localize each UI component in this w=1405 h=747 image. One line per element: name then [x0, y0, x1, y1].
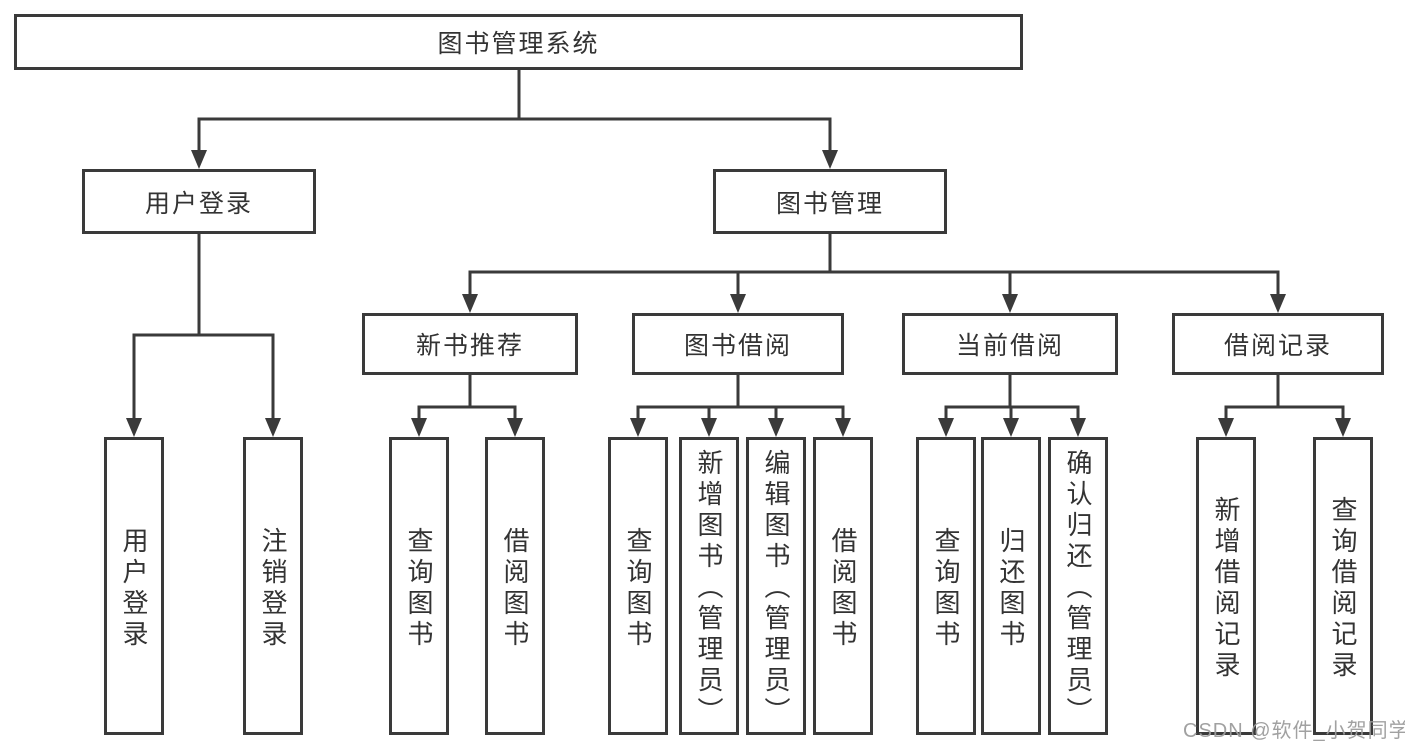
leaf-label: 新增图书（管理员） — [694, 449, 724, 728]
leaf-borrow-borrow-books: 借阅图书 — [813, 437, 873, 735]
leaf-current-return-books: 归还图书 — [981, 437, 1041, 735]
leaf-label: 编辑图书（管理员） — [761, 449, 791, 728]
leaf-borrow-edit-books-admin: 编辑图书（管理员） — [746, 437, 806, 735]
leaf-records-add-record: 新增借阅记录 — [1196, 437, 1256, 735]
leaf-current-query-books: 查询图书 — [916, 437, 976, 735]
leaf-label: 查询图书 — [623, 526, 653, 651]
leaf-label: 查询图书 — [404, 526, 434, 651]
leaf-borrow-add-books-admin: 新增图书（管理员） — [679, 437, 739, 735]
node-current-borrow: 当前借阅 — [902, 313, 1118, 375]
leaf-borrow-query-books: 查询图书 — [608, 437, 668, 735]
node-new-book-recommend: 新书推荐 — [362, 313, 578, 375]
leaf-label: 查询借阅记录 — [1328, 495, 1358, 682]
watermark: CSDN @软件_小贺同学 — [1183, 720, 1405, 742]
leaf-newbook-query-books: 查询图书 — [389, 437, 449, 735]
leaf-label: 归还图书 — [996, 526, 1026, 651]
node-root: 图书管理系统 — [14, 14, 1023, 70]
leaf-label: 用户登录 — [119, 526, 149, 651]
leaf-current-confirm-return-admin: 确认归还（管理员） — [1048, 437, 1108, 735]
leaf-label: 借阅图书 — [500, 526, 530, 651]
leaf-label: 注销登录 — [258, 526, 288, 651]
leaf-newbook-borrow-books: 借阅图书 — [485, 437, 545, 735]
arrowhead-icons — [126, 150, 1351, 437]
leaf-logout-login: 注销登录 — [243, 437, 303, 735]
node-user-login: 用户登录 — [82, 169, 316, 234]
leaf-label: 确认归还（管理员） — [1063, 449, 1093, 728]
leaf-label: 新增借阅记录 — [1211, 495, 1241, 682]
leaf-label: 借阅图书 — [828, 526, 858, 651]
leaf-user-login: 用户登录 — [104, 437, 164, 735]
leaf-records-query-record: 查询借阅记录 — [1313, 437, 1373, 735]
leaf-label: 查询图书 — [931, 526, 961, 651]
node-book-borrow: 图书借阅 — [632, 313, 844, 375]
node-borrow-records: 借阅记录 — [1172, 313, 1384, 375]
node-book-management: 图书管理 — [713, 169, 947, 234]
